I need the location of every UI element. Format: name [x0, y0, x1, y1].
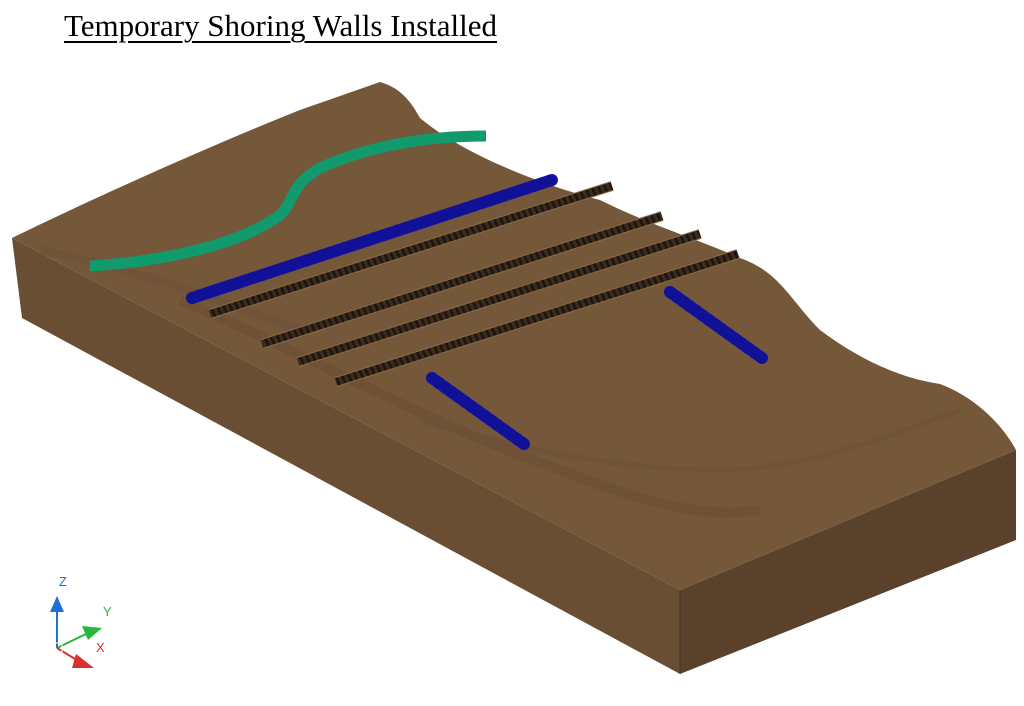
- page-title: Temporary Shoring Walls Installed: [64, 8, 497, 43]
- terrain-top-surface: [12, 82, 1016, 590]
- terrain-contour-2: [39, 246, 302, 334]
- shoring-wall-left-dots: [426, 372, 530, 450]
- track-1: [208, 181, 614, 319]
- shoring-wall-right-dots: [664, 286, 768, 364]
- terrain-right-face: [680, 450, 1016, 674]
- terrain-left-face: [12, 238, 680, 674]
- y-axis-label: Y: [103, 604, 112, 619]
- railway-tracks: [208, 181, 740, 387]
- terrain-block: [12, 82, 1016, 674]
- green-curved-wall: [89, 130, 487, 272]
- track-3: [296, 229, 702, 367]
- track-2: [260, 211, 664, 349]
- shoring-walls: [186, 174, 768, 450]
- ucs-origin-box: [51, 642, 63, 654]
- shoring-wall-upper-dots: [186, 174, 558, 304]
- y-axis-arrow-icon: [82, 626, 102, 640]
- z-axis-label: Z: [59, 574, 67, 589]
- x-axis-label: X: [96, 640, 105, 655]
- terrain-contour-3: [419, 407, 962, 474]
- z-axis-arrow-icon: [50, 596, 64, 612]
- x-axis-arrow-icon: [72, 654, 94, 668]
- ucs-axis-icon: Z Y X: [50, 574, 112, 668]
- track-4: [334, 249, 740, 387]
- terrain-contour-1: [178, 295, 761, 518]
